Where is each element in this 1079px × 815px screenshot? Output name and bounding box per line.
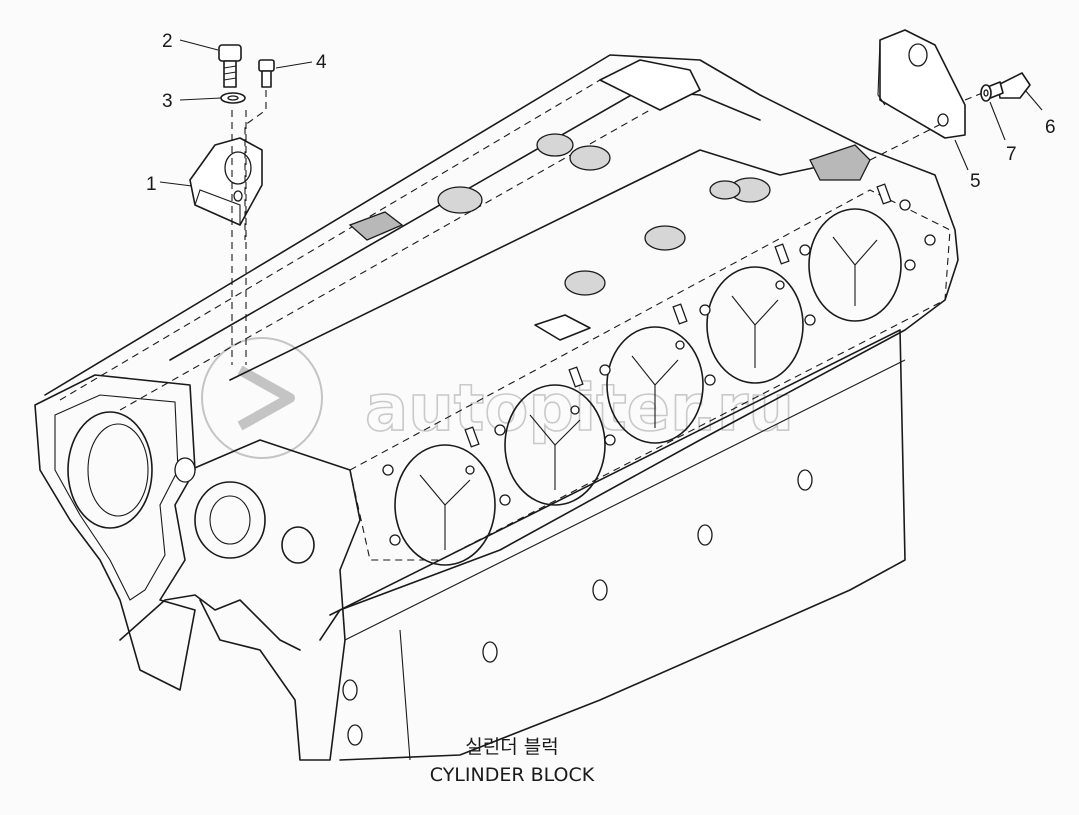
rear-boss: [194, 481, 266, 559]
block-lower-rail: [329, 329, 906, 761]
caption-korean: 실린더 블럭: [465, 736, 558, 758]
pad-rear: [599, 59, 701, 111]
part-7-washer: [980, 84, 992, 102]
watermark: autopiter.ru: [201, 337, 795, 459]
part-5-lifting-bracket: [869, 29, 966, 161]
side-face-holes: [342, 469, 813, 746]
pad-middle: [534, 314, 591, 341]
front-bore-inner: [87, 423, 149, 517]
part-4-bolt: [244, 59, 275, 240]
cylinder-bore-1: [394, 444, 496, 566]
block-top-edge: [59, 79, 651, 411]
threaded-port: [281, 526, 315, 564]
tappet-bores: [437, 133, 771, 296]
side-hole-1: [174, 457, 196, 483]
cylinder-bore-5: [808, 208, 902, 322]
callout-2: 2: [162, 31, 173, 52]
watermark-logo-circle: [201, 337, 323, 459]
callout-7: 7: [1006, 144, 1017, 165]
cylinder-bore-4: [706, 266, 804, 384]
front-bore: [67, 411, 153, 529]
part-6-bolt: [964, 72, 1031, 101]
pad-right-top: [809, 144, 871, 181]
callout-6: 6: [1045, 117, 1056, 138]
callout-4: 4: [316, 52, 327, 73]
deck-perimeter: [349, 189, 951, 561]
callout-3: 3: [162, 91, 173, 112]
block-front-face: [34, 374, 196, 691]
callout-5: 5: [970, 171, 981, 192]
part-2-bolt: [218, 44, 242, 88]
block-front-gasket: [54, 394, 179, 601]
watermark-logo-arrow: [237, 365, 295, 431]
caption: 실린더 블럭 CYLINDER BLOCK: [430, 736, 595, 786]
cylinder-bore-3: [606, 326, 704, 444]
callout-1: 1: [146, 174, 157, 195]
dowel-pins: [464, 183, 892, 448]
cylinder-bore-2: [504, 384, 606, 506]
cylinder-bores: [394, 208, 902, 566]
leader-lines: [159, 39, 1043, 187]
caption-english: CYLINDER BLOCK: [430, 764, 595, 786]
deck-bolt-holes: [382, 199, 936, 546]
oil-gallery-tube: [119, 594, 301, 651]
part-3-washer: [220, 92, 246, 104]
cylinder-block: [34, 54, 959, 761]
block-side-skirt: [189, 439, 361, 761]
block-pan-rail-line: [344, 359, 906, 761]
rear-boss-inner: [209, 495, 251, 545]
callouts: 1 2 3 4 5 6 7: [146, 31, 1056, 195]
part-1-lifting-bracket: [189, 110, 263, 365]
pad-left: [348, 211, 404, 241]
block-top-deck: [44, 54, 959, 641]
